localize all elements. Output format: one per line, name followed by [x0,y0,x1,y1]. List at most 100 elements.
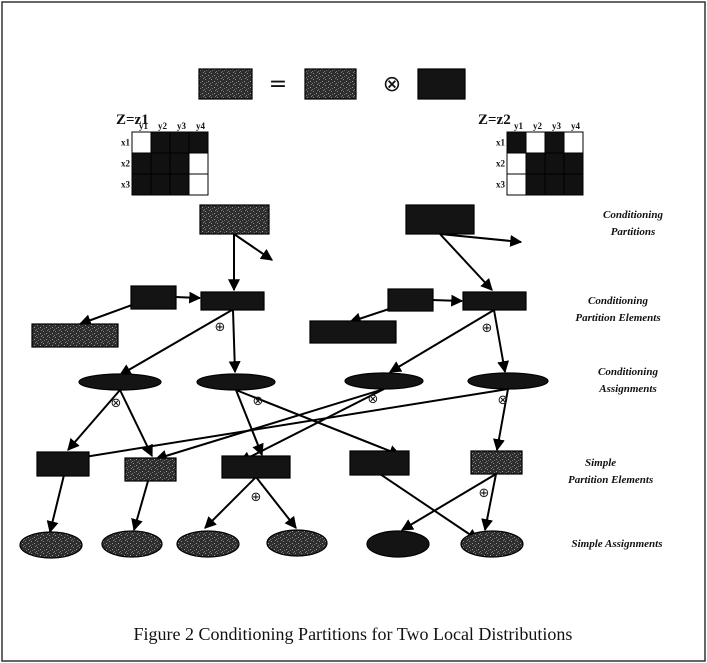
simple-assignment-node [266,529,328,557]
otimes-symbol: ⊗ [111,396,122,411]
column-label: y1 [139,121,149,131]
table-z1-title: Z=z1 [116,112,149,128]
row-label: x3 [121,180,131,190]
assignment-node [467,372,549,390]
oplus-symbol: ⊕ [482,321,493,336]
grid-cell [169,131,190,154]
edge [388,309,495,373]
column-label: y4 [571,121,581,131]
grid-cell [169,152,190,175]
oplus-symbol: ⊕ [215,320,226,335]
partition-element-node [462,291,527,311]
equals-sign: = [269,72,287,97]
edge [67,389,121,451]
conditioning-assignments [78,372,549,391]
right-factor-block [417,68,466,100]
simple-element-node [221,455,291,479]
table-z1: Z=z1 y1 y2 y3 y4 x1 x2 x3 [116,112,209,196]
grid-cell [506,152,527,175]
top-equation: = ⊗ [198,68,466,100]
row-label: x2 [121,159,131,169]
otimes-symbol: ⊗ [368,392,379,407]
edge [379,473,479,541]
edge [78,304,133,326]
column-label: y1 [514,121,524,131]
grid-cell [169,173,190,196]
simple-element-node [470,450,523,475]
grid-cell [563,173,584,196]
oplus-symbol: ⊕ [251,490,262,505]
level-label-line: Partition Elements [575,312,660,324]
grid-cell [188,131,209,154]
edge [46,474,65,534]
level-label-line: Conditioning [603,209,663,221]
level-labels: Conditioning Partitions Conditioning Par… [568,209,663,550]
otimes-sign: ⊗ [383,72,401,97]
otimes-symbol: ⊗ [253,394,264,409]
grid-cell [525,152,546,175]
simple-assignment-node [176,530,240,558]
simple-element-node [36,451,90,477]
grid-cell [150,152,171,175]
column-label: y2 [158,121,168,131]
simple-assignment-node [366,530,430,558]
edge [431,294,464,307]
edge [348,307,393,325]
edge [131,480,149,532]
grid-cell [150,173,171,196]
partition-node [199,204,270,235]
level-label-line: Simple [585,457,616,469]
oplus-symbol: ⊕ [479,486,490,501]
level-label-line: Conditioning [598,366,658,378]
row-label: x2 [496,159,506,169]
left-factor-block [304,68,357,100]
edge [481,473,497,532]
grid-cell [544,131,565,154]
edge [400,473,497,531]
row-label: x1 [121,138,131,148]
column-label: y3 [552,121,562,131]
edge [119,389,153,458]
conditioning-partition-elements [31,285,527,348]
grid-cell [563,152,584,175]
edge [154,388,385,462]
partition-element-node [130,285,177,310]
simple-assignments [19,529,524,559]
grid-cell [131,131,152,154]
edge [493,388,509,452]
row-label: x3 [496,180,506,190]
simple-element-node [124,457,177,482]
grid-cell [544,173,565,196]
edge [233,233,273,261]
edge [118,309,233,376]
grid-cell [131,173,152,196]
partition-element-node [387,288,434,312]
simple-assignment-node [19,531,83,559]
grid-cell [544,152,565,175]
grid-cell [188,173,209,196]
level-label-line: Assignments [598,383,656,395]
column-label: y3 [177,121,187,131]
level-label-line: Partition Elements [568,474,653,486]
grid-cell [563,131,584,154]
partition-element-node [200,291,265,311]
level-label-line: Simple Assignments [572,538,663,550]
grid-cell [131,152,152,175]
assignment-node [344,372,424,390]
conditioning-partitions [199,204,475,235]
edge [235,389,264,457]
grid-cell [525,173,546,196]
operators: ⊕ ⊕ ⊗ ⊗ ⊗ ⊗ ⊕ ⊕ [111,320,509,505]
edge [174,291,202,304]
simple-assignment-node [101,530,163,558]
column-label: y4 [196,121,206,131]
figure-caption: Figure 2 Conditioning Partitions for Two… [134,624,573,644]
edge [439,233,523,247]
simple-partition-elements [36,450,523,482]
otimes-symbol: ⊗ [498,393,509,408]
column-label: y2 [533,121,543,131]
product-block [198,68,253,100]
edge [255,476,297,529]
